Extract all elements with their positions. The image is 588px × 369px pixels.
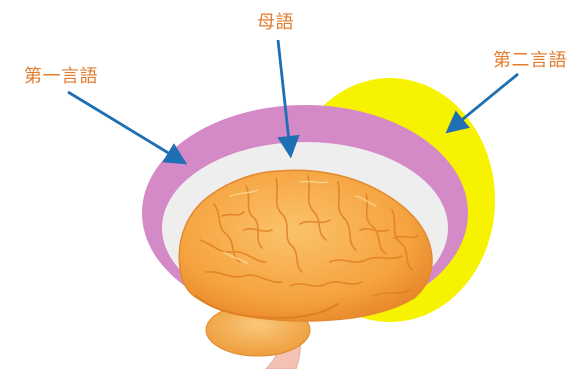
second-language-arrow [452, 74, 518, 128]
second-language-label: 第二言語 [493, 46, 567, 72]
first-language-arrow [68, 92, 180, 160]
first-language-label: 第一言語 [24, 62, 98, 88]
mother-tongue-label: 母語 [257, 8, 294, 34]
